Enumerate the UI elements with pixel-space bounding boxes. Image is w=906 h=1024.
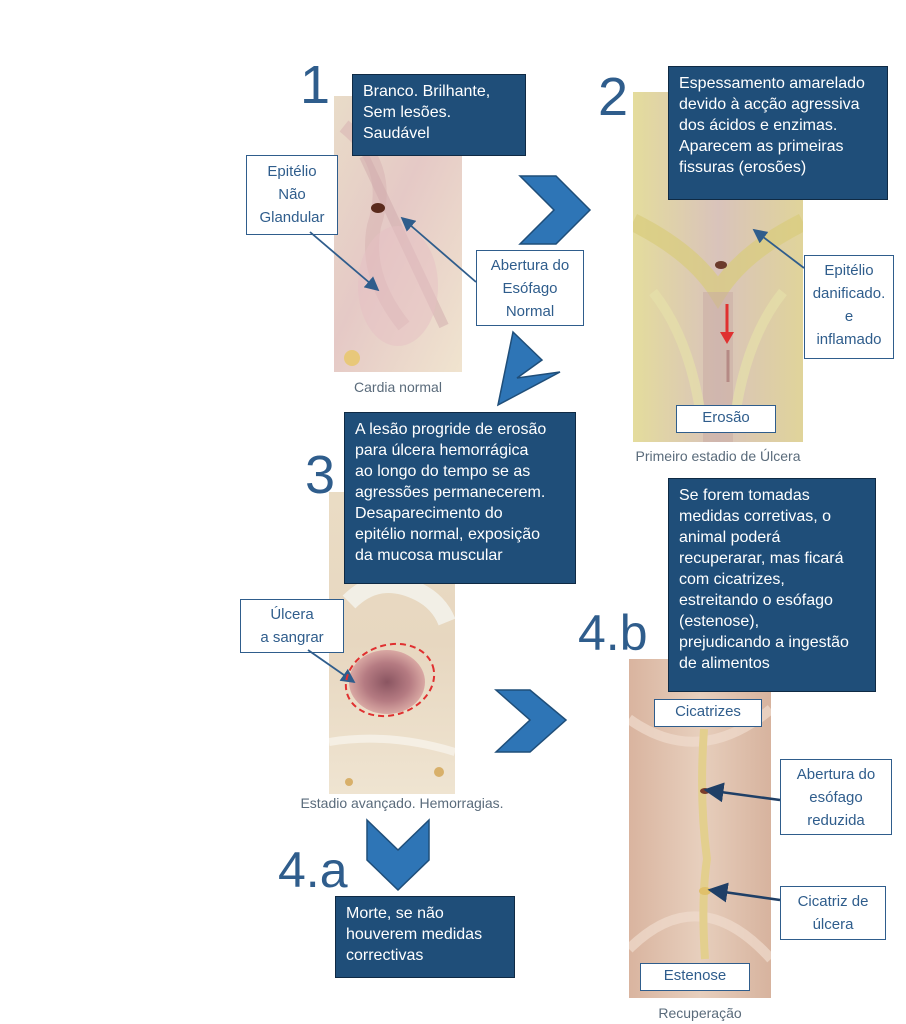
caption-cardia-normal: Cardia normal (354, 379, 442, 395)
chevron-down-icon (366, 818, 430, 892)
stage-2-description: Espessamento amarelado devido à acção ag… (668, 66, 888, 200)
chevron-down-left-icon (496, 330, 561, 407)
stage-1-description: Branco. Brilhante, Sem lesões. Saudável (352, 74, 526, 156)
stage-4a-number: 4.a (278, 842, 348, 898)
stage-4a-description: Morte, se não houverem medidas correctiv… (335, 896, 515, 978)
label-erosion: Erosão (676, 405, 776, 433)
chevron-right-icon (518, 175, 592, 245)
label-bleeding-ulcer: Úlcera a sangrar (240, 599, 344, 653)
stage-2-number: 2 (598, 67, 629, 127)
stage-3-description: A lesão progride de erosão para úlcera h… (344, 412, 576, 584)
label-damaged-epithelium: Epitélio danificado. e inflamado (804, 255, 894, 359)
caption-advanced-stage: Estadio avançado. Hemorragias. (300, 795, 504, 811)
label-esophagus-opening-normal: Abertura do Esófago Normal (476, 250, 584, 326)
caption-first-stage: Primeiro estadio de Úlcera (635, 448, 801, 464)
label-scars: Cicatrizes (654, 699, 762, 727)
label-epithelium-non-glandular: Epitélio Não Glandular (246, 155, 338, 235)
caption-recovery: Recuperação (658, 1005, 742, 1021)
stage-4b-number: 4.b (578, 605, 648, 661)
stage-4b-description: Se forem tomadas medidas corretivas, o a… (668, 478, 876, 692)
label-reduced-esophagus-opening: Abertura do esófago reduzida (780, 759, 892, 835)
stage-3-number: 3 (305, 445, 336, 505)
stage-1-number: 1 (300, 55, 331, 115)
label-ulcer-scar: Cicatriz de úlcera (780, 886, 886, 940)
chevron-right-icon-2 (494, 689, 568, 753)
label-stenosis: Estenose (640, 963, 750, 991)
